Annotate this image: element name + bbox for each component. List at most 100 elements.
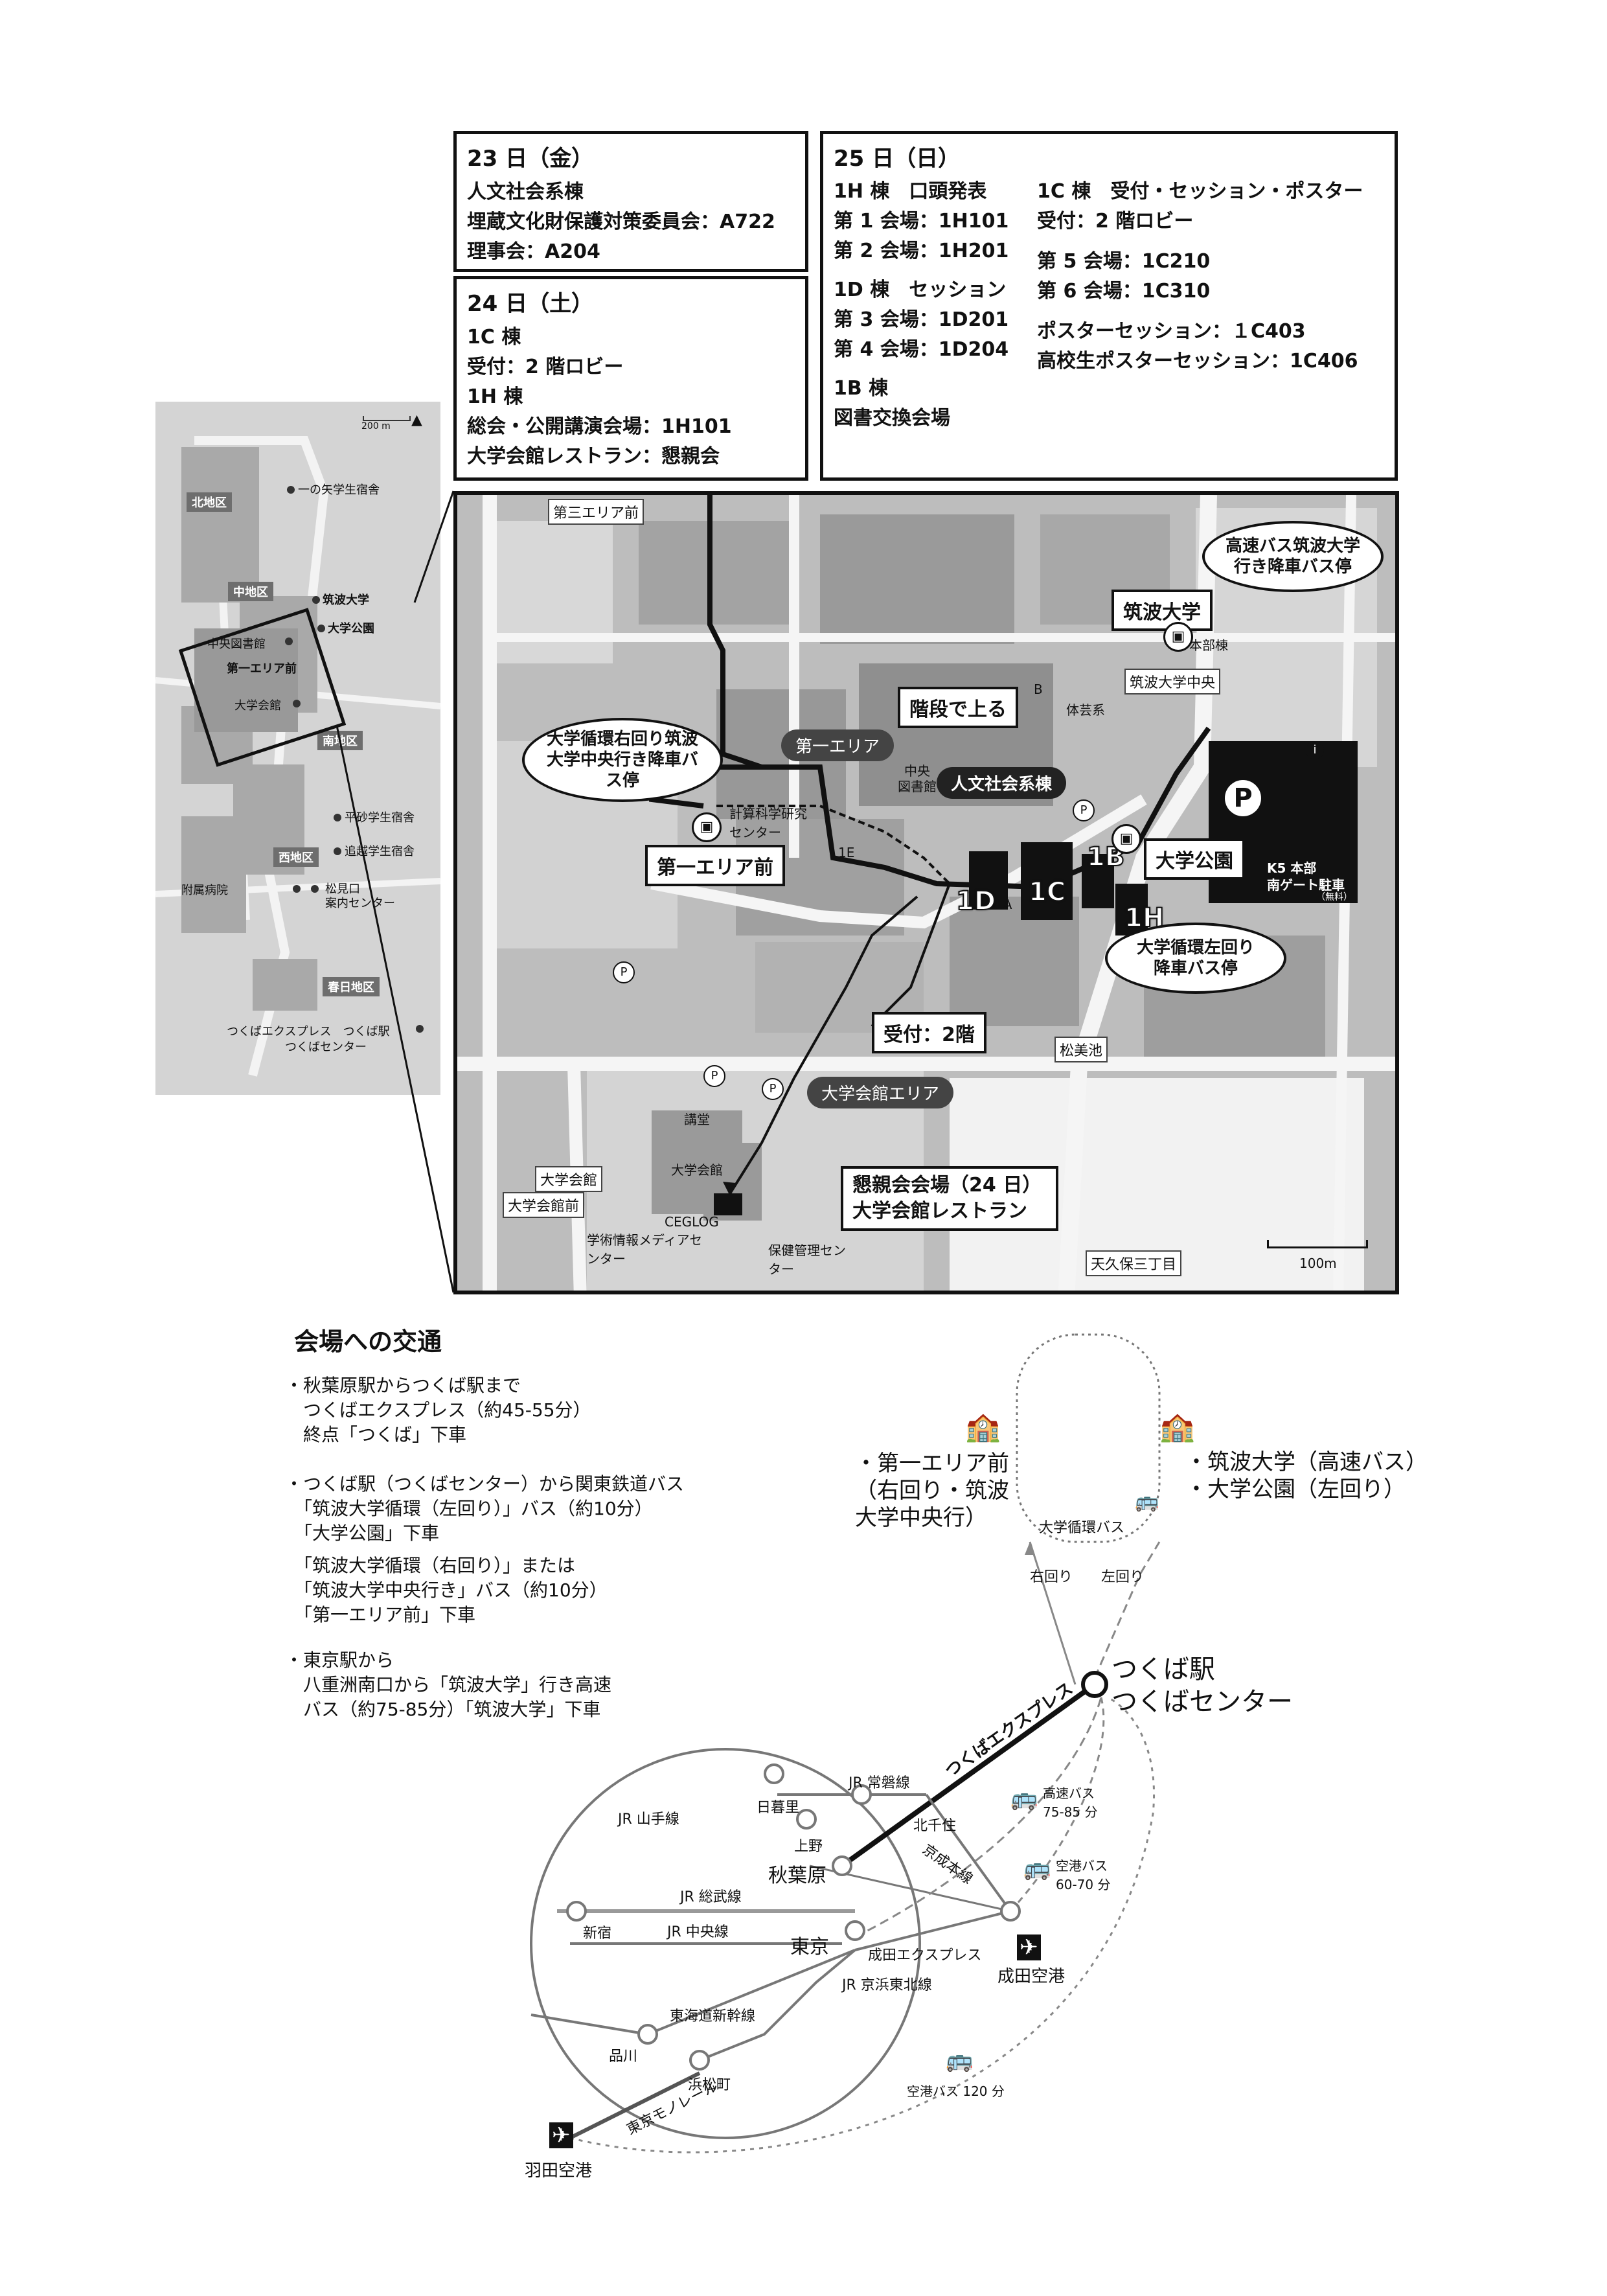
building-icon: 🏫 — [965, 1410, 1001, 1443]
bus-time-highway: 高速バス 75-85 分 — [1043, 1785, 1098, 1820]
location-dot — [293, 885, 301, 893]
station-shinjuku: 新宿 — [583, 1925, 612, 1942]
campus-map: 1B 1C 1D 1H 第三エリア前 筑波大学中央 松美池 大学会館 大学会館前… — [453, 491, 1399, 1294]
saturday-line: 1H 棟 — [467, 385, 523, 408]
label-auditorium: 講堂 — [684, 1112, 710, 1127]
station-shinagawa: 品川 — [609, 2049, 638, 2065]
label-ceglog: CEGLOG — [665, 1214, 719, 1230]
callout-left-loop-stop: 大学循環左回り降車バス停 — [1105, 923, 1286, 994]
bus-time-airport-narita: 空港バス 60-70 分 — [1056, 1858, 1111, 1892]
sunday-line: 第 6 会場：1C310 — [1037, 280, 1211, 303]
station-ueno: 上野 — [794, 1839, 823, 1855]
overview-label: 筑波大学 — [323, 593, 369, 607]
line-label-narita-express: 成田エクスプレス — [868, 1947, 982, 1964]
station-tokyo: 東京 — [790, 1936, 829, 1958]
overview-label: つくばエクスプレス つくば駅 — [227, 1025, 390, 1039]
left-turn-label: 左回り — [1101, 1569, 1145, 1585]
building-icon: 🏫 — [1159, 1410, 1195, 1443]
location-dot — [312, 596, 320, 604]
building-1d — [969, 851, 1008, 910]
location-dot — [334, 814, 341, 821]
bus-stop-daisan-area-mae: 第三エリア前 — [548, 499, 644, 525]
label-1e: 1E — [838, 845, 855, 860]
bus-icon: 🚌 — [946, 2047, 974, 2073]
tsukuba-station-dot — [416, 1025, 424, 1033]
overview-label: つくばセンター — [285, 1040, 367, 1054]
sunday-title: 25 日（日） — [834, 146, 961, 172]
transport-item: 「筑波大学循環（右回り）」または 「筑波大学中央行き」バス（約10分） 「第一エ… — [303, 1555, 608, 1625]
label-reception-2f: 受付：2階 — [872, 1012, 986, 1053]
station-nippori: 日暮里 — [757, 1800, 800, 1816]
location-dot — [317, 625, 325, 632]
airplane-icon: ✈ — [549, 2122, 573, 2148]
route-dest-left: ・第一エリア前 （右回り・筑波 大学中央行） — [855, 1451, 1009, 1531]
area-south: 南地区 — [317, 731, 363, 750]
saturday-line: 1C 棟 — [467, 326, 521, 349]
location-dot — [334, 847, 341, 855]
label-daigaku-kaikan: 大学会館 — [671, 1162, 723, 1178]
friday-title: 23 日（金） — [467, 146, 594, 172]
loop-bus-icon: 🚌 — [1135, 1490, 1159, 1513]
schedule-saturday-box: 24 日（土） 1C 棟 受付：2 階ロビー 1H 棟 総会・公開講演会場：1H… — [453, 276, 808, 481]
airplane-icon: ✈ — [1017, 1934, 1041, 1960]
sunday-line: 第 4 会場：1D204 — [834, 338, 1009, 361]
area-kasuga: 春日地区 — [323, 977, 380, 996]
line-label-keisei: 京成本線 — [919, 1841, 975, 1888]
overview-label: 中央図書館 — [207, 637, 266, 651]
label-party-venue: 懇親会会場（24 日）大学会館レストラン — [841, 1166, 1058, 1231]
overview-label: 大学公園 — [328, 622, 374, 636]
bus-stop-daigaku-kaikan: 大学会館 — [535, 1166, 603, 1192]
bus-stop-icon: ▣ — [1163, 622, 1193, 652]
sunday-line: 第 5 会場：1C210 — [1037, 250, 1211, 273]
location-dot — [285, 637, 293, 645]
label-tsukuba-univ: 筑波大学 — [1111, 590, 1213, 631]
bus-stop-icon: ▣ — [1111, 824, 1141, 854]
building-1h — [1115, 884, 1148, 936]
bus-icon: 🚌 — [1010, 1785, 1038, 1811]
north-arrow-icon: ▲ — [411, 412, 422, 428]
parking-icon: P — [1073, 799, 1095, 821]
schedule-friday-box: 23 日（金） 人文社会系棟 埋蔵文化財保護対策委員会：A722 理事会：A20… — [453, 131, 808, 272]
sunday-line: 1H 棟 口頭発表 — [834, 180, 987, 203]
overview-label: 第一エリア前 — [227, 662, 297, 676]
line-label-sobu: JR 総武線 — [680, 1889, 742, 1905]
label-honbu-building: 本部棟 — [1189, 637, 1228, 653]
parking-icon: P — [762, 1078, 784, 1100]
label-free: （無料） — [1316, 892, 1352, 902]
campus-scale-bar — [1267, 1240, 1368, 1248]
sunday-line: 第 1 会場：1H101 — [834, 210, 1009, 233]
friday-line: 人文社会系棟 — [467, 181, 584, 203]
info-icon: i — [1306, 741, 1324, 759]
building-1b — [1082, 854, 1114, 908]
label-daiichi-area-mae: 第一エリア前 — [645, 845, 785, 886]
saturday-line: 受付：2 階ロビー — [467, 356, 624, 378]
label-daigaku-koen: 大学公園 — [1144, 838, 1245, 880]
location-dot — [287, 486, 295, 494]
sunday-line: ポスターセッション：１C403 — [1037, 320, 1306, 343]
label-library: 図書館 — [898, 779, 937, 794]
callout-right-loop-stop: 大学循環右回り筑波大学中央行き降車バス停 — [522, 718, 723, 802]
sunday-line: 受付：2 階ロビー — [1037, 210, 1194, 233]
transport-heading: 会場への交通 — [294, 1327, 442, 1356]
label-south-gate-parking: 南ゲート駐車 — [1267, 877, 1345, 893]
line-label-keihin: JR 京浜東北線 — [842, 1977, 932, 1993]
right-turn-label: 右回り — [1030, 1569, 1073, 1585]
overview-label: 平砂学生宿舎 — [345, 811, 415, 825]
line-label-shinkansen: 東海道新幹線 — [670, 2008, 756, 2025]
area-west: 西地区 — [273, 847, 319, 867]
overview-map: 200 m ▲ 北地区 中地区 南地区 西地区 春日地区 一の矢学生宿舎 筑波大… — [155, 402, 440, 1095]
sunday-column-1: 1H 棟 口頭発表 第 1 会場：1H101 第 2 会場：1H201 1D 棟… — [834, 177, 1009, 433]
overview-label: 案内センター — [325, 897, 395, 910]
sunday-line: 第 2 会場：1H201 — [834, 240, 1009, 262]
friday-line: 理事会：A204 — [467, 240, 600, 263]
area-central: 中地区 — [228, 582, 273, 601]
building-label-1d: 1D — [955, 886, 996, 917]
transport-item: ・東京駅から 八重洲南口から「筑波大学」行き高速 バス（約75-85分）「筑波大… — [285, 1649, 612, 1720]
sunday-line: 図書交換会場 — [834, 407, 950, 430]
overview-label: 一の矢学生宿舎 — [298, 483, 380, 497]
label-taigei: 体芸系 — [1066, 702, 1105, 718]
overview-label: 附属病院 — [181, 884, 228, 897]
daigaku-kaikan-restaurant — [714, 1193, 742, 1215]
label-health-center: 保健管理センター — [768, 1243, 846, 1277]
route-main-station: つくば駅 つくばセンター — [1111, 1655, 1293, 1717]
